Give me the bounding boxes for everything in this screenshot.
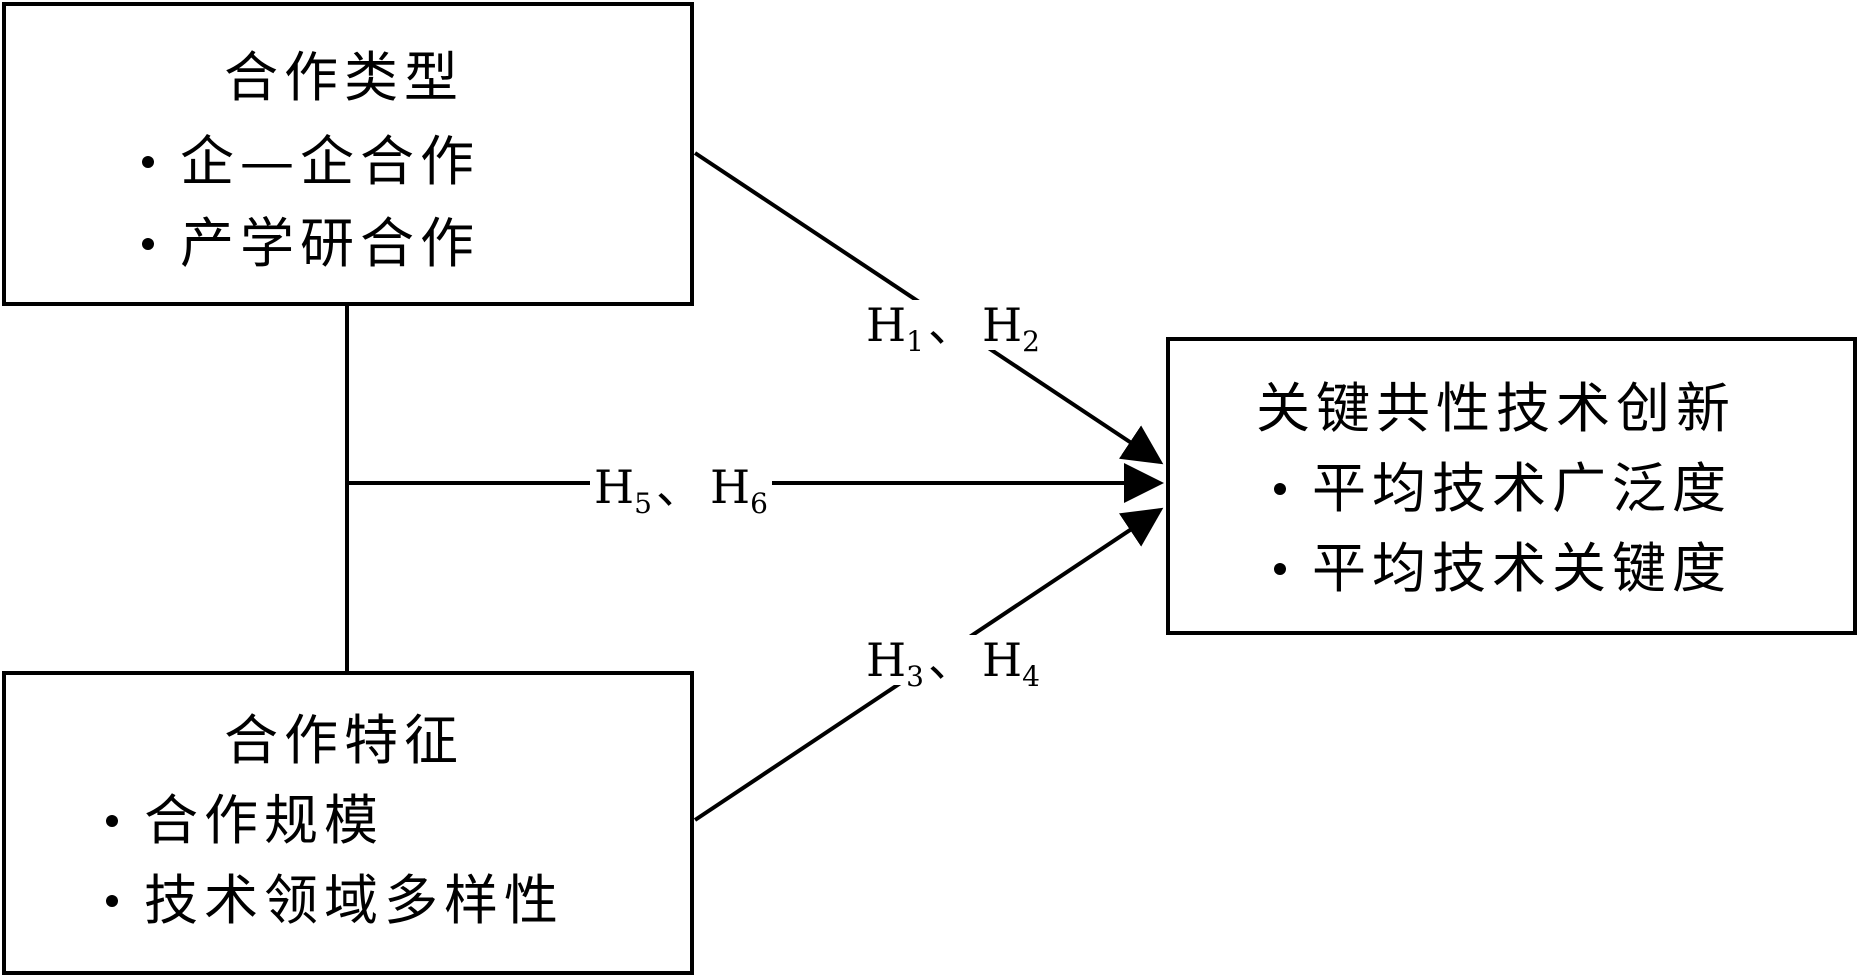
bullet-icon xyxy=(142,238,154,250)
item-label: 平均技术关键度 xyxy=(1312,537,1732,600)
cooperation-features-box: 合作特征 合作规模 技术领域多样性 xyxy=(2,671,694,975)
list-item: 平均技术关键度 xyxy=(1274,539,1732,599)
bullet-icon xyxy=(1274,563,1286,575)
item-label: 平均技术广泛度 xyxy=(1312,457,1732,520)
list-item: 产学研合作 xyxy=(142,214,480,274)
outcome-box: 关键共性技术创新 平均技术广泛度 平均技术关键度 xyxy=(1166,337,1857,635)
list-item: 企—企合作 xyxy=(142,132,480,192)
list-item: 平均技术广泛度 xyxy=(1274,459,1732,519)
bullet-icon xyxy=(106,895,118,907)
hypothesis-label-bottom: H3、H4 xyxy=(862,635,1044,691)
cooperation-type-box: 合作类型 企—企合作 产学研合作 xyxy=(2,2,694,306)
cooperation-type-title: 合作类型 xyxy=(224,46,464,109)
cooperation-features-title: 合作特征 xyxy=(224,709,464,772)
item-label: 产学研合作 xyxy=(180,212,480,275)
list-item: 合作规模 xyxy=(106,791,384,851)
bullet-icon xyxy=(142,156,154,168)
hypothesis-label-top: H1、H2 xyxy=(862,300,1044,356)
outcome-title: 关键共性技术创新 xyxy=(1256,377,1736,440)
list-item: 技术领域多样性 xyxy=(106,871,564,931)
bullet-icon xyxy=(106,815,118,827)
hypothesis-label-middle: H5、H6 xyxy=(590,462,772,518)
bullet-icon xyxy=(1274,483,1286,495)
item-label: 技术领域多样性 xyxy=(144,869,564,932)
item-label: 企—企合作 xyxy=(180,130,480,193)
item-label: 合作规模 xyxy=(144,789,384,852)
